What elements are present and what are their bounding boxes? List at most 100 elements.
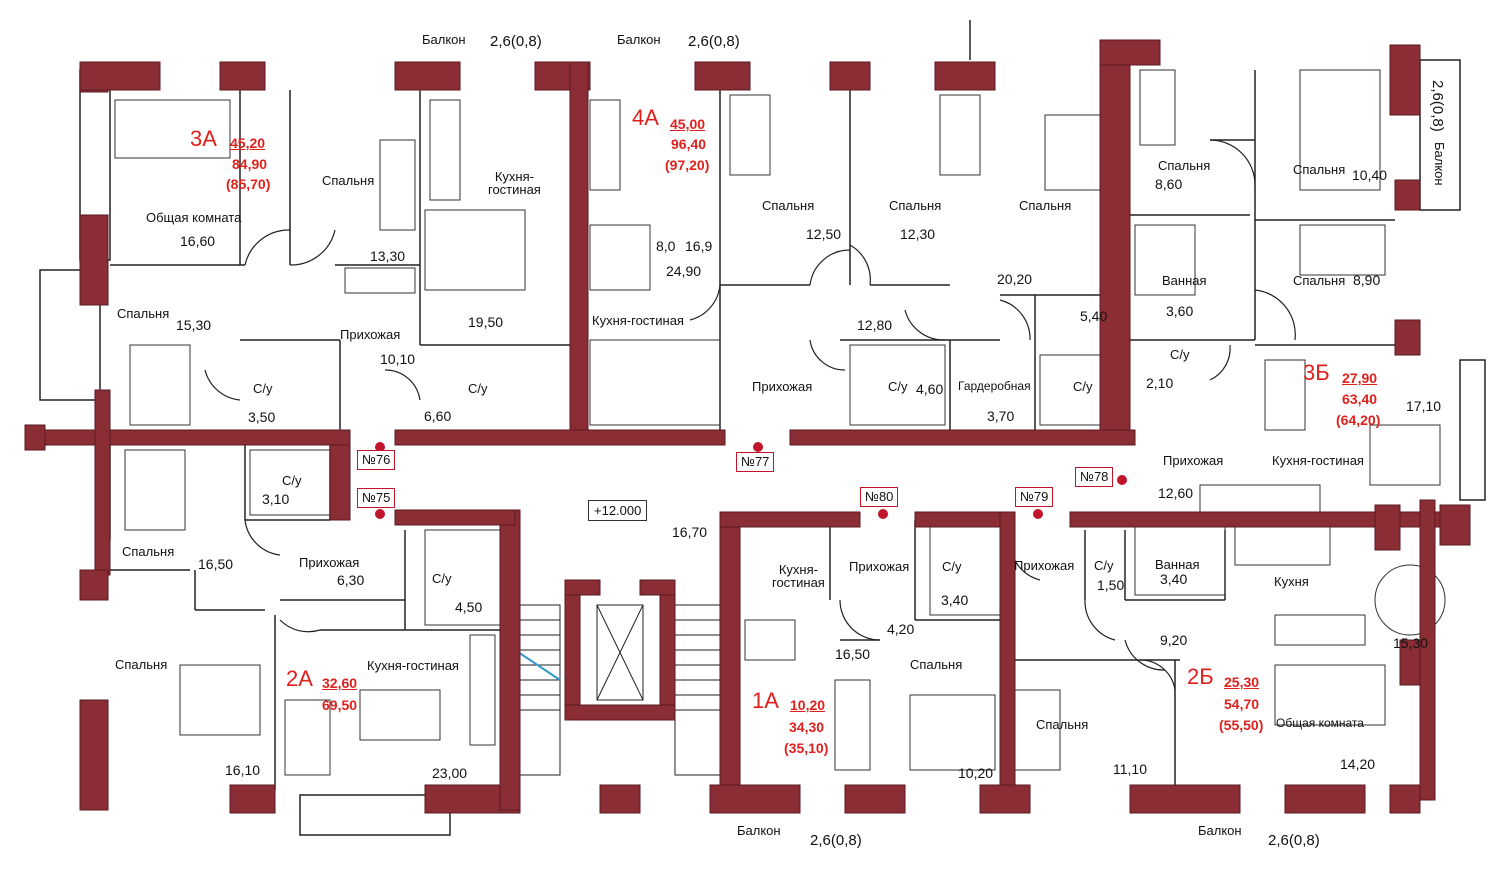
room-label: Спальня: [762, 198, 815, 213]
entrance-tag-79: №79: [1015, 487, 1054, 508]
balcony-label: Балкон: [1198, 823, 1242, 838]
room-area: 12,80: [857, 317, 893, 333]
room-label: Кухня-гостиная: [367, 658, 459, 673]
balcony-label: Балкон: [737, 823, 781, 838]
apt-4a-total: 96,40: [671, 136, 707, 152]
room-label: С/у: [282, 473, 302, 488]
room-area: 12,60: [1158, 485, 1194, 501]
walls: [24, 39, 1471, 814]
room-area: 12,30: [900, 226, 936, 242]
room-area: 4,50: [455, 599, 483, 615]
entrance-tag-76: №76: [357, 450, 396, 471]
room-label: Общая комната: [146, 210, 242, 225]
room-area: 16,60: [180, 233, 216, 249]
split-area-b: 16,9: [685, 238, 713, 254]
apt-1a-total: 34,30: [789, 719, 825, 735]
balcony-size: 2,6(0,8): [490, 33, 542, 50]
stair-area: 16,70: [672, 524, 708, 540]
room-label: Кухня- гостиная: [488, 169, 541, 197]
apt-2b-living: 25,30: [1224, 674, 1260, 690]
split-area-a: 8,0: [656, 238, 676, 254]
room-area: 23,00: [432, 765, 468, 781]
room-area: 8,90: [1353, 272, 1381, 288]
room-area: 6,60: [424, 408, 452, 424]
apt-3a-living: 45,20: [230, 135, 266, 151]
room-label: Спальня: [1019, 198, 1072, 213]
room-area: 3,60: [1166, 303, 1194, 319]
apt-2a-number: 2А: [286, 666, 313, 691]
room-label: Спальня: [910, 657, 963, 672]
door-swings: [204, 139, 1296, 691]
room-label: Спальня: [889, 198, 942, 213]
room-area: 3,50: [248, 409, 276, 425]
room-label: С/у: [1073, 379, 1093, 394]
room-label: Кухня- гостиная: [772, 562, 825, 590]
room-area: 15,30: [1393, 635, 1429, 651]
room-area: 10,40: [1352, 167, 1388, 183]
apt-2b-total-b: (55,50): [1219, 717, 1264, 733]
room-label: Спальня: [117, 306, 170, 321]
room-area: 14,20: [1340, 756, 1376, 772]
entrance-tag-75: №75: [357, 488, 396, 509]
room-label: Кухня-гостиная: [1272, 453, 1364, 468]
room-area: 6,30: [337, 572, 365, 588]
room-area: 3,70: [987, 408, 1015, 424]
entrance-door-dots: [375, 442, 1127, 519]
apt-4a-living: 45,00: [670, 116, 706, 132]
room-label: Прихожая: [849, 559, 910, 574]
room-area: 16,50: [835, 646, 871, 662]
apt-3a-total: 84,90: [232, 156, 268, 172]
apt-2b-total: 54,70: [1224, 696, 1260, 712]
apt-2b-number: 2Б: [1187, 664, 1214, 689]
room-label: С/у: [253, 381, 273, 396]
room-label: С/у: [432, 571, 452, 586]
apt-3a-number: 3А: [190, 126, 217, 151]
apt-3b-number: 3Б: [1303, 360, 1330, 385]
entrance-tag-80: №80: [860, 487, 899, 508]
room-area: 1,50: [1097, 577, 1125, 593]
room-label: Прихожая: [752, 379, 813, 394]
room-label: Ванная: [1162, 273, 1207, 288]
room-label: Спальня: [1036, 717, 1089, 732]
room-label: Ванная: [1155, 557, 1200, 572]
room-label: Спальня: [1293, 273, 1346, 288]
room-area: 3,40: [1160, 571, 1188, 587]
apt-2a-living: 32,60: [322, 675, 358, 691]
room-area: 13,30: [370, 248, 406, 264]
balcony-size: 2,6(0,8): [810, 832, 862, 849]
room-label: С/у: [888, 379, 908, 394]
apt-2a-total: 69,50: [322, 697, 358, 713]
room-label: С/у: [1094, 558, 1114, 573]
room-label: С/у: [1170, 347, 1190, 362]
apt-1a-total-b: (35,10): [784, 740, 829, 756]
room-area: 19,50: [468, 314, 504, 330]
balcony-size: 2,6(0,8): [688, 33, 740, 50]
room-label: Спальня: [115, 657, 168, 672]
room-label: Прихожая: [1014, 558, 1075, 573]
room-area: 11,10: [1113, 761, 1147, 777]
room-label: Общая комната: [1276, 716, 1364, 730]
room-area: 16,50: [198, 556, 234, 572]
balcony-label: Балкон: [1432, 142, 1447, 186]
room-area: 2,10: [1146, 375, 1174, 391]
entrance-tag-78: №78: [1075, 467, 1114, 488]
balcony-size: 2,6(0,8): [1429, 80, 1446, 132]
room-area: 17,10: [1406, 398, 1442, 414]
balcony-size: 2,6(0,8): [1268, 832, 1320, 849]
room-area: 10,10: [380, 351, 416, 367]
room-area: 5,40: [1080, 308, 1108, 324]
room-area: 9,20: [1160, 632, 1188, 648]
room-label: Спальня: [322, 173, 375, 188]
balcony-label: Балкон: [617, 32, 661, 47]
room-label: Гардеробная: [958, 379, 1031, 393]
room-label: С/у: [942, 559, 962, 574]
apt-4a-total-b: (97,20): [665, 157, 710, 173]
split-area-total: 24,90: [666, 263, 702, 279]
room-area: 15,30: [176, 317, 212, 333]
room-label: Спальня: [122, 544, 175, 559]
balcony-label: Балкон: [422, 32, 466, 47]
room-label: Кухня: [1274, 574, 1309, 589]
apt-1a-living: 10,20: [790, 697, 826, 713]
furniture: [114, 69, 1446, 776]
